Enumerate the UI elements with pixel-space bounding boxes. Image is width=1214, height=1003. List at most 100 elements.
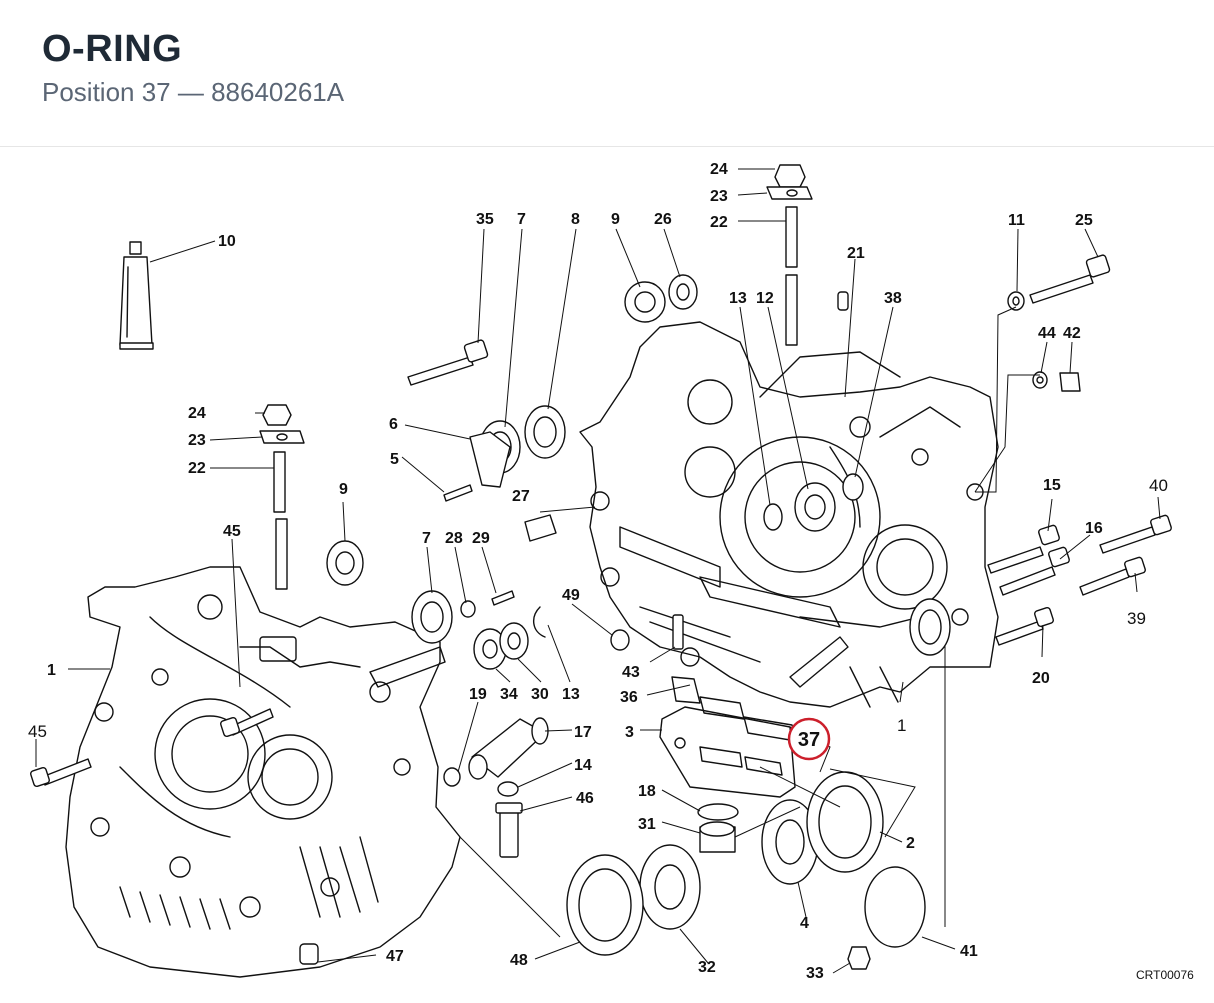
dowel-27 — [524, 514, 557, 542]
callout-34[interactable]: 34 — [500, 686, 518, 703]
part-17 — [468, 717, 549, 780]
nut-24-right — [774, 164, 806, 188]
callout-16[interactable]: 16 — [1085, 520, 1103, 537]
callout-9[interactable]: 9 — [611, 211, 620, 228]
bolt-15 — [987, 524, 1060, 574]
oring-19 — [443, 767, 461, 787]
sealant-tube-part — [119, 241, 154, 350]
callout-28[interactable]: 28 — [445, 530, 463, 547]
callout-44[interactable]: 44 — [1038, 325, 1056, 342]
bolt-16 — [999, 546, 1070, 596]
bushing-48 — [566, 854, 644, 956]
callout-30[interactable]: 30 — [531, 686, 549, 703]
callout-7[interactable]: 7 — [422, 530, 431, 547]
cover-41 — [864, 866, 926, 948]
leader-lines — [35, 168, 1161, 974]
callout-41[interactable]: 41 — [960, 943, 978, 960]
callout-13[interactable]: 13 — [562, 686, 580, 703]
callout-32[interactable]: 32 — [698, 959, 716, 976]
bolt-39 — [1079, 556, 1146, 596]
callout-26[interactable]: 26 — [654, 211, 672, 228]
washer-23-left — [259, 430, 305, 444]
page-subtitle: Position 37 — 88640261A — [42, 77, 345, 107]
callout-45[interactable]: 45 — [28, 722, 47, 741]
screw-5 — [443, 484, 473, 502]
callout-47[interactable]: 47 — [386, 948, 404, 965]
callout-36[interactable]: 36 — [620, 689, 638, 706]
exploded-parts-diagram: 37 10 24 23 22 35 7 8 9 26 24 23 22 21 1… — [0, 147, 1214, 998]
callout-15[interactable]: 15 — [1043, 477, 1061, 494]
callout-25[interactable]: 25 — [1075, 212, 1093, 229]
callout-49[interactable]: 49 — [562, 587, 580, 604]
callout-27[interactable]: 27 — [512, 488, 530, 505]
callout-5[interactable]: 5 — [390, 451, 399, 468]
callout-13[interactable]: 13 — [729, 290, 747, 307]
callout-23[interactable]: 23 — [710, 188, 728, 205]
callout-42[interactable]: 42 — [1063, 325, 1081, 342]
callout-40[interactable]: 40 — [1149, 476, 1168, 495]
header: O-RING Position 37 — 88640261A — [0, 0, 1214, 147]
callout-8[interactable]: 8 — [571, 211, 580, 228]
bolt-45-left — [29, 758, 92, 788]
callout-labels: 10 24 23 22 35 7 8 9 26 24 23 22 21 11 2… — [28, 161, 1168, 982]
callout-35[interactable]: 35 — [476, 211, 494, 228]
bearing-32 — [639, 844, 701, 930]
diagram-svg: 37 10 24 23 22 35 7 8 9 26 24 23 22 21 1… — [28, 161, 1194, 982]
callout-23[interactable]: 23 — [188, 432, 206, 449]
callout-7[interactable]: 7 — [517, 211, 526, 228]
washer-11 — [1007, 291, 1025, 311]
callout-6[interactable]: 6 — [389, 416, 398, 433]
circlip-13-upper — [763, 503, 783, 531]
callout-20[interactable]: 20 — [1032, 670, 1050, 687]
callout-39[interactable]: 39 — [1127, 609, 1146, 628]
nut-24-left — [262, 404, 292, 426]
washer-26 — [668, 274, 698, 310]
bolt-20 — [995, 606, 1055, 646]
callout-31[interactable]: 31 — [638, 816, 656, 833]
bearing-12 — [794, 482, 836, 532]
callout-45[interactable]: 45 — [223, 523, 241, 540]
seal-8 — [524, 405, 566, 459]
drawing-code: CRT00076 — [1136, 968, 1194, 982]
washer-28 — [460, 600, 476, 618]
bolt-45-center — [219, 708, 274, 738]
callout-14[interactable]: 14 — [574, 757, 592, 774]
callout-4[interactable]: 4 — [800, 915, 809, 932]
callout-29[interactable]: 29 — [472, 530, 490, 547]
callout-48[interactable]: 48 — [510, 952, 528, 969]
flange-6 — [469, 431, 511, 488]
callout-9[interactable]: 9 — [339, 481, 348, 498]
oring-49 — [610, 629, 630, 651]
bushing-2 — [806, 771, 884, 873]
callout-12[interactable]: 12 — [756, 290, 774, 307]
washer-44 — [1032, 371, 1048, 389]
part-47 — [299, 943, 319, 965]
callout-43[interactable]: 43 — [622, 664, 640, 681]
callout-22[interactable]: 22 — [710, 214, 728, 231]
oring-18 — [697, 803, 739, 821]
screw-29 — [491, 590, 515, 606]
callout-21[interactable]: 21 — [847, 245, 865, 262]
callout-1[interactable]: 1 — [47, 662, 56, 679]
callout-11[interactable]: 11 — [1008, 212, 1025, 229]
callout-17[interactable]: 17 — [574, 724, 592, 741]
callout-33[interactable]: 33 — [806, 965, 824, 982]
callout-22[interactable]: 22 — [188, 460, 206, 477]
plug-31 — [699, 821, 736, 853]
callout-24[interactable]: 24 — [188, 405, 206, 422]
callout-18[interactable]: 18 — [638, 783, 656, 800]
stud-22-right — [785, 206, 798, 346]
stud-22-left — [273, 451, 288, 590]
callout-19[interactable]: 19 — [469, 686, 487, 703]
highlight-ring — [787, 717, 831, 761]
callout-46[interactable]: 46 — [576, 790, 594, 807]
callout-24[interactable]: 24 — [710, 161, 728, 178]
callout-1[interactable]: 1 — [897, 716, 906, 735]
circlip-13-lower — [533, 606, 546, 638]
callout-10[interactable]: 10 — [218, 233, 236, 250]
callout-2[interactable]: 2 — [906, 835, 915, 852]
callout-38[interactable]: 38 — [884, 290, 902, 307]
callout-3[interactable]: 3 — [625, 724, 634, 741]
bearing-9-left — [326, 540, 364, 586]
bearing-7-lower — [411, 590, 453, 644]
